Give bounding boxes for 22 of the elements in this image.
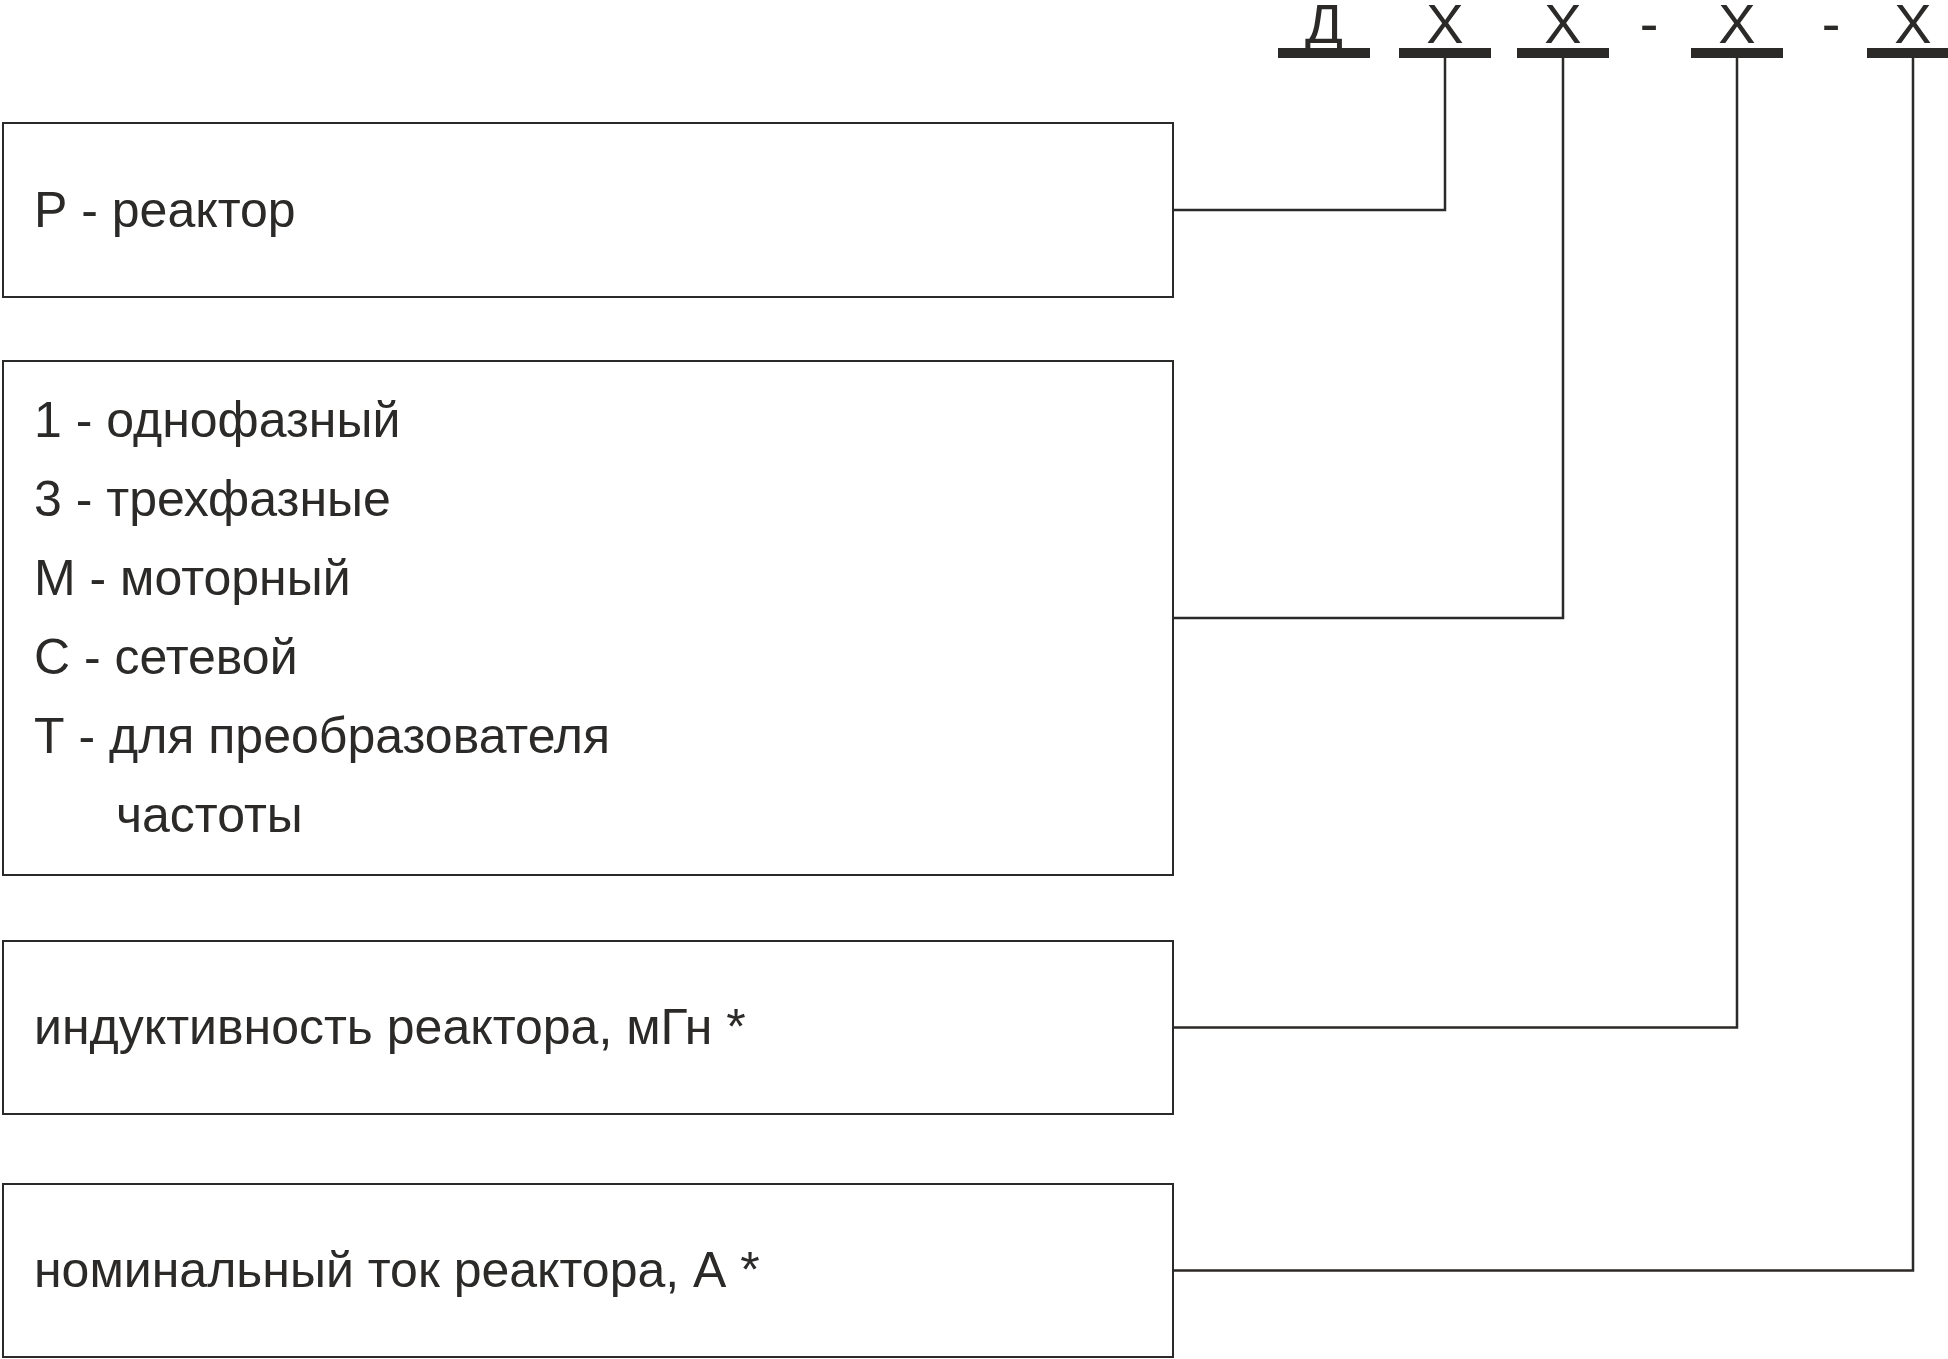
description-text: С - сетевой — [34, 628, 299, 687]
separator-dash: - — [1638, 0, 1660, 48]
leader-line — [1174, 58, 1915, 1272]
description-text: Т - для преобразователя частоты — [34, 707, 612, 845]
leader-line — [1174, 58, 1739, 1029]
description-box — [2, 1183, 1174, 1358]
description-text: 1 - однофазный — [34, 391, 402, 450]
description-box — [2, 360, 1174, 876]
description-text: индуктивность реактора, мГн * — [34, 998, 747, 1057]
description-box — [2, 122, 1174, 298]
description-box — [2, 940, 1174, 1115]
description-text: М - моторный — [34, 549, 352, 608]
code-position: X — [1867, 0, 1948, 58]
description-text: номинальный ток реактора, А * — [34, 1241, 761, 1300]
leader-line — [1174, 58, 1447, 212]
description-text: Р - реактор — [34, 180, 297, 240]
description-text: 3 - трехфазные — [34, 470, 392, 529]
code-position: X — [1399, 0, 1491, 58]
code-position: X — [1517, 0, 1609, 58]
code-position: X — [1691, 0, 1783, 58]
separator-dash: - — [1820, 0, 1842, 48]
leader-line — [1174, 58, 1565, 620]
